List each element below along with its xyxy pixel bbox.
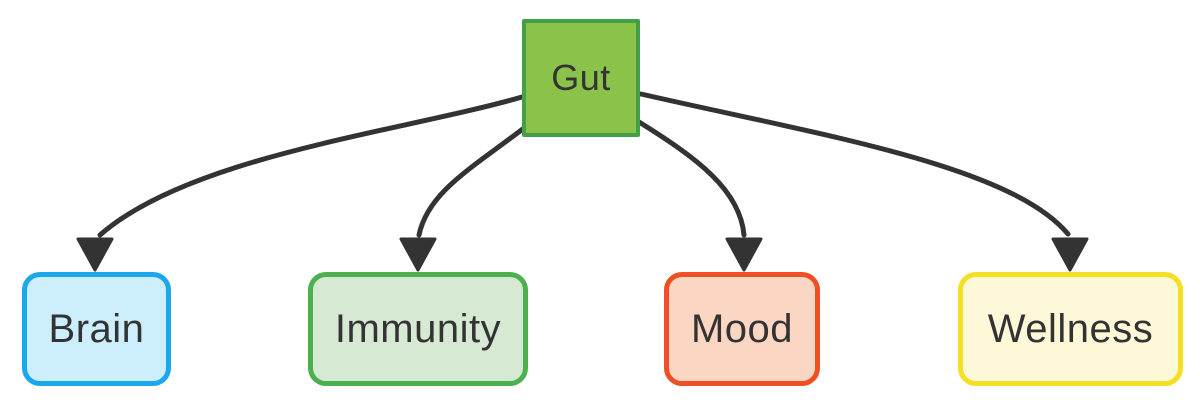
node-gut: Gut — [522, 19, 640, 137]
edge-gut-immunity — [416, 125, 527, 238]
node-brain-label: Brain — [48, 307, 145, 351]
node-brain: Brain — [22, 272, 171, 386]
arrowhead-brain-icon — [76, 237, 114, 272]
node-immunity: Immunity — [308, 272, 528, 386]
arrowhead-wellness-icon — [1051, 237, 1089, 272]
node-wellness-label: Wellness — [987, 307, 1154, 351]
arrowhead-mood-icon — [725, 237, 763, 272]
edge-gut-mood — [636, 119, 747, 238]
node-wellness: Wellness — [958, 272, 1183, 386]
edge-gut-wellness — [638, 91, 1071, 237]
node-mood: Mood — [664, 272, 820, 386]
node-mood-label: Mood — [690, 307, 794, 351]
node-immunity-label: Immunity — [334, 307, 502, 351]
node-gut-label: Gut — [551, 57, 611, 98]
edge-gut-brain — [97, 94, 525, 238]
arrowhead-immunity-icon — [399, 237, 437, 272]
